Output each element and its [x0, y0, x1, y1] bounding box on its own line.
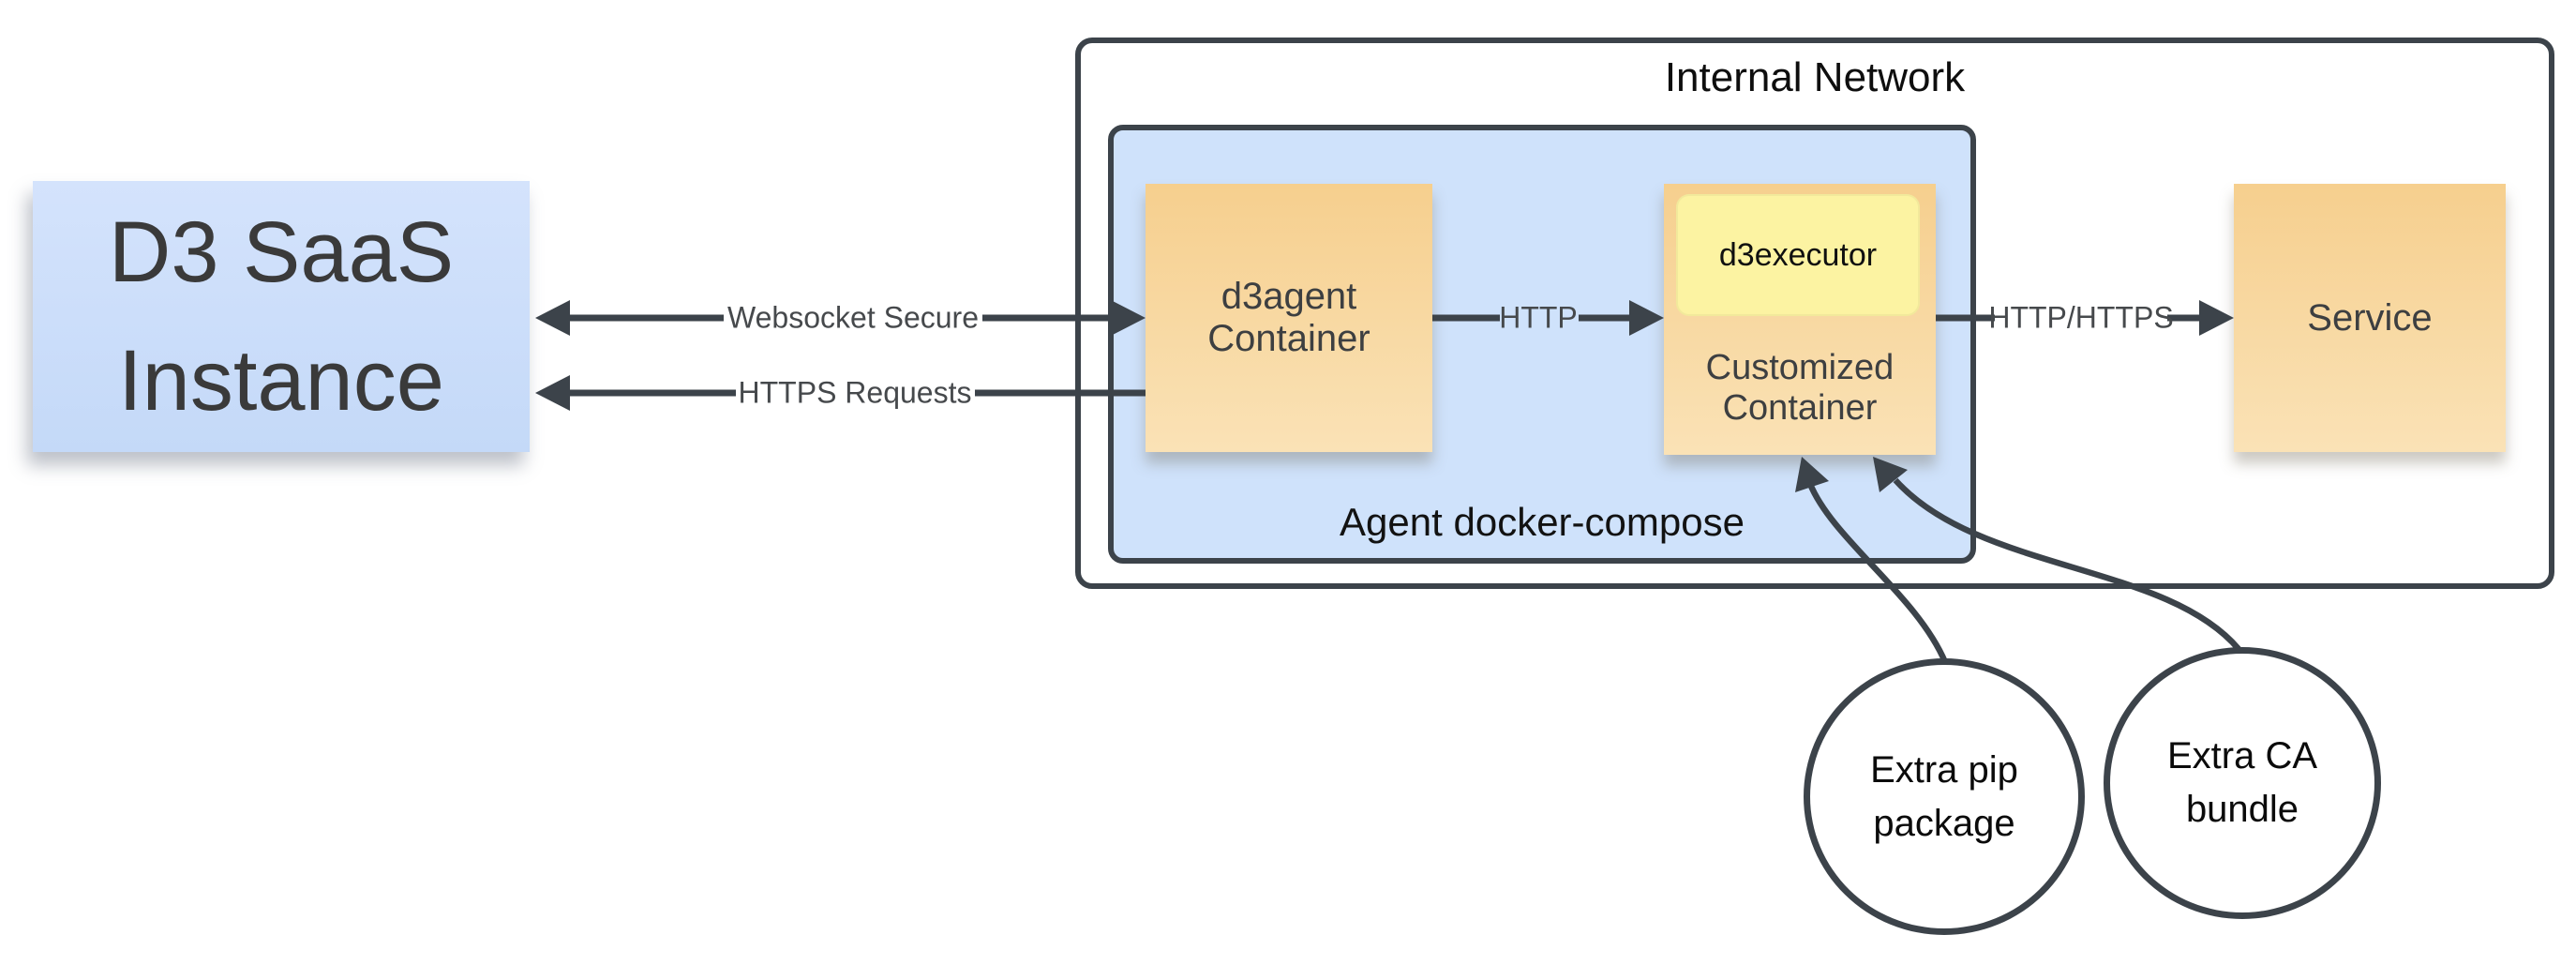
- node-d3agent-container: d3agent Container: [1146, 184, 1432, 452]
- d3agent-label-line1: d3agent: [1221, 275, 1357, 317]
- https-arrowhead-left: [535, 375, 570, 411]
- edge-label-https: HTTPS Requests: [738, 375, 972, 410]
- customized-label-line1: Customized: [1705, 348, 1895, 388]
- internal-network-title: Internal Network: [1664, 54, 1966, 100]
- customized-label-line2: Container: [1722, 388, 1878, 429]
- edge-label-websocket: Websocket Secure: [727, 300, 979, 335]
- agent-docker-compose-label: Agent docker-compose: [1340, 500, 1745, 544]
- edge-label-http: HTTP: [1499, 300, 1578, 335]
- node-d3executor: d3executor: [1676, 194, 1920, 316]
- node-d3saas-instance: D3 SaaS Instance: [33, 181, 530, 452]
- extra-pip-label-line1: Extra pip: [1870, 748, 2018, 791]
- d3executor-label: d3executor: [1718, 236, 1878, 273]
- d3saas-label-line2: Instance: [118, 332, 444, 429]
- extra-ca-label-line2: bundle: [2185, 789, 2299, 830]
- node-extra-pip-package: Extra pip package: [1804, 658, 2085, 935]
- node-service: Service: [2234, 184, 2506, 452]
- extra-pip-label-line2: package: [1873, 802, 2015, 844]
- service-label: Service: [2307, 296, 2433, 339]
- edge-label-http-https: HTTP/HTTPS: [1988, 300, 2174, 335]
- node-extra-ca-bundle: Extra CA bundle: [2104, 647, 2381, 919]
- d3saas-label-line1: D3 SaaS: [108, 204, 455, 301]
- d3agent-label-line2: Container: [1207, 318, 1370, 359]
- websocket-arrowhead-left: [535, 300, 570, 336]
- extra-ca-label-line1: Extra CA: [2166, 735, 2318, 777]
